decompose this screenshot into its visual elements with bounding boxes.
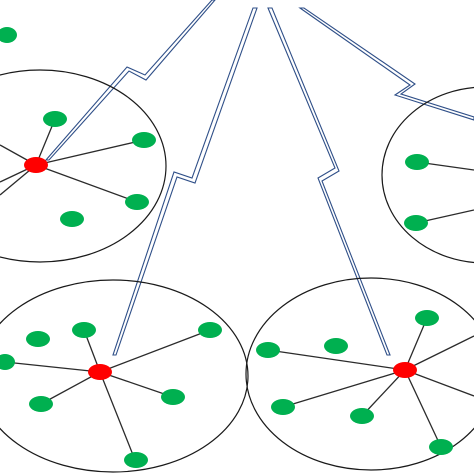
- link-line: [99, 371, 174, 398]
- member-node: [0, 27, 17, 43]
- wireless-link-bottom-left: [112, 7, 258, 356]
- member-node: [60, 211, 84, 227]
- member-node: [350, 408, 374, 424]
- link-line: [99, 371, 136, 461]
- member-links: [0, 118, 474, 461]
- wireless-link-right: [298, 7, 474, 121]
- member-node: [429, 439, 453, 455]
- member-node: [271, 399, 295, 415]
- member-node: [198, 322, 222, 338]
- wireless-links: [44, 0, 474, 356]
- member-node: [405, 154, 429, 170]
- member-node: [26, 331, 50, 347]
- cluster-boundary-top-left: [0, 69, 167, 263]
- member-node: [124, 452, 148, 468]
- cluster-heads: [24, 157, 417, 380]
- link-line: [35, 164, 138, 203]
- cluster-boundary-bottom-left: [0, 279, 249, 473]
- member-node: [0, 354, 15, 370]
- link-line: [282, 369, 406, 408]
- link-line: [267, 349, 406, 371]
- cluster-head-bottom-left: [88, 364, 112, 380]
- link-line: [404, 369, 474, 397]
- wireless-link-top-left: [44, 0, 216, 161]
- member-node: [324, 338, 348, 354]
- member-node: [29, 396, 53, 412]
- link-line: [404, 317, 428, 371]
- member-node: [415, 310, 439, 326]
- link-line: [404, 369, 442, 448]
- member-node: [72, 322, 96, 338]
- member-node: [256, 342, 280, 358]
- cluster-boundaries: [0, 69, 474, 473]
- link-line: [40, 371, 101, 405]
- link-line: [99, 329, 211, 373]
- member-node: [161, 389, 185, 405]
- cluster-boundary-bottom-right: [245, 277, 474, 471]
- member-nodes: [0, 27, 453, 468]
- cluster-boundary-right: [381, 86, 474, 264]
- member-node: [132, 132, 156, 148]
- link-line: [404, 335, 474, 371]
- cluster-head-bottom-right: [393, 362, 417, 378]
- link-line: [4, 361, 101, 373]
- link-line: [361, 369, 406, 417]
- member-node: [43, 111, 67, 127]
- member-node: [404, 215, 428, 231]
- cluster-head-top-left: [24, 157, 48, 173]
- wireless-link-bottom-right: [267, 7, 391, 356]
- member-node: [125, 194, 149, 210]
- link-line: [35, 139, 145, 166]
